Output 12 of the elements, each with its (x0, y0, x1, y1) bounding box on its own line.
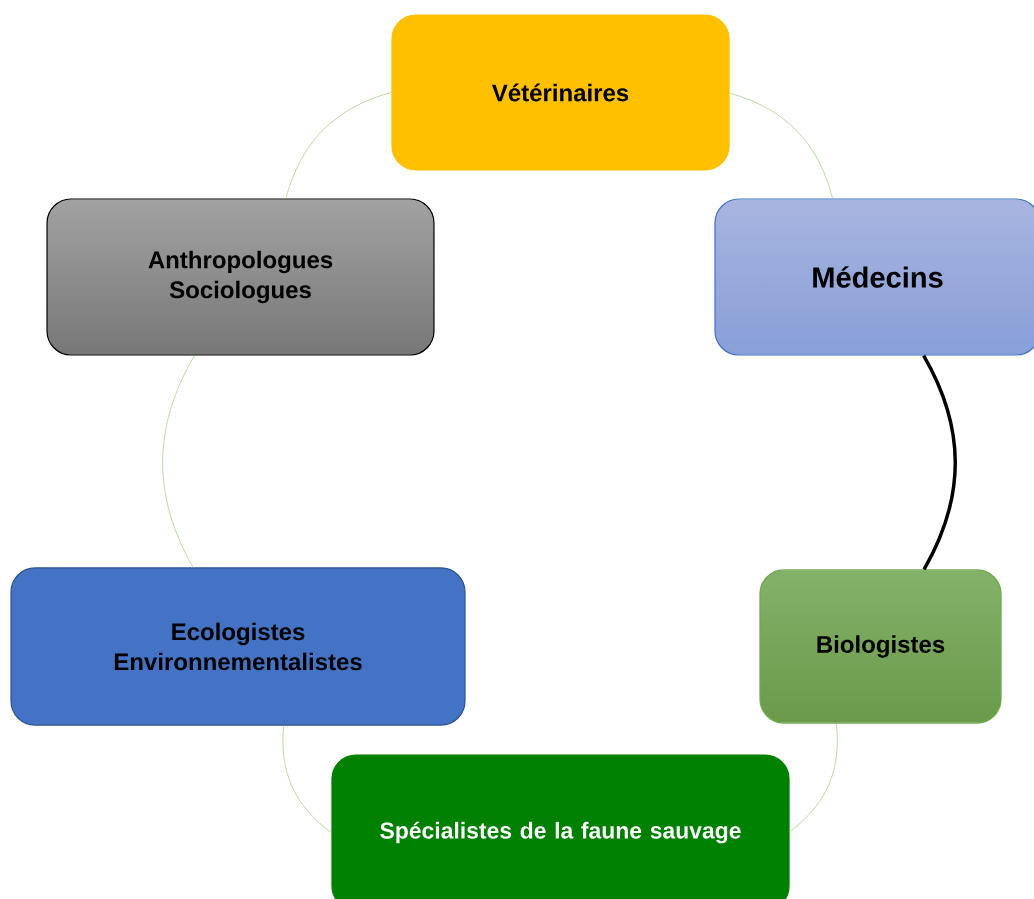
connector-arc (789, 723, 838, 833)
connector-arc (282, 725, 332, 833)
connector-arc (285, 92, 392, 199)
connector-arc (162, 355, 195, 568)
connector-arc (729, 92, 833, 199)
role-box: Anthropologues Sociologues (46, 198, 435, 356)
role-box: Vétérinaires (391, 14, 730, 171)
role-box: Spécialistes de la faune sauvage (331, 754, 790, 899)
role-box: Biologistes (759, 569, 1002, 724)
connector-arc (922, 354, 957, 571)
role-box: Médecins (714, 198, 1034, 356)
role-box: Ecologistes Environnementalistes (10, 567, 466, 726)
